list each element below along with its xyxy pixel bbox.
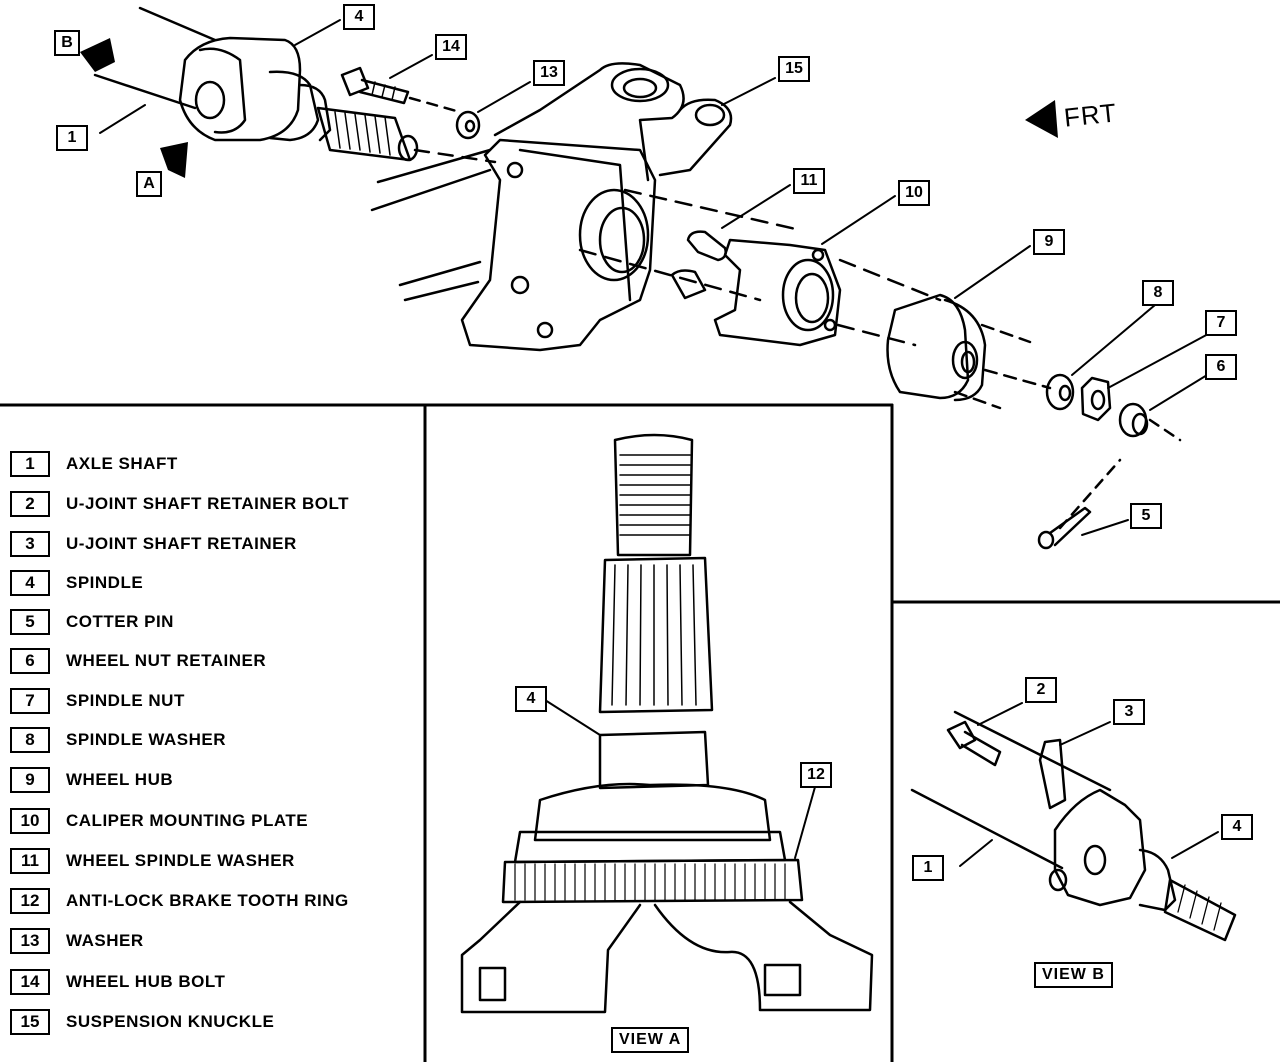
legend-number: 10 — [10, 808, 50, 834]
view-b-arrow-icon — [80, 38, 115, 72]
callout-wheel-spindle-washer: 11 — [793, 168, 825, 194]
view-b-label: VIEW B — [1034, 962, 1113, 988]
legend-label: COTTER PIN — [66, 612, 174, 631]
callout-washer: 13 — [533, 60, 565, 86]
legend-label: ANTI-LOCK BRAKE TOOTH RING — [66, 891, 349, 910]
legend-number: 8 — [10, 727, 50, 753]
view-a-arrow-icon — [160, 142, 188, 178]
wheel-hub-bolt-drawing — [340, 66, 462, 114]
suspension-knuckle-drawing — [370, 62, 802, 352]
callout-spindle-washer: 8 — [1142, 280, 1174, 306]
cotter-pin-drawing — [1037, 458, 1122, 550]
main-leader-lines — [99, 19, 1213, 536]
view-a-label: VIEW A — [611, 1027, 690, 1053]
wheel-nut-retainer-drawing — [1118, 402, 1182, 442]
legend-number: 4 — [10, 570, 50, 596]
legend-label: WHEEL NUT RETAINER — [66, 651, 267, 670]
legend-label: SPINDLE WASHER — [66, 730, 227, 749]
view-a-callout-tooth-ring: 12 — [800, 762, 832, 788]
axle-shaft-drawing — [93, 6, 497, 164]
wheel-spindle-washer-drawing — [670, 230, 727, 300]
callout-axle-shaft: 1 — [56, 125, 88, 151]
legend-label: SPINDLE NUT — [66, 691, 185, 710]
legend-number: 15 — [10, 1009, 50, 1035]
legend-label: WHEEL HUB — [66, 770, 174, 789]
callout-suspension-knuckle: 15 — [778, 56, 810, 82]
view-a-drawing — [460, 433, 874, 1014]
legend-label: U-JOINT SHAFT RETAINER BOLT — [66, 494, 349, 513]
view-b-reference: B — [54, 30, 80, 56]
callout-spindle: 4 — [343, 4, 375, 30]
spindle-washer-drawing — [1045, 373, 1075, 411]
legend-number: 12 — [10, 888, 50, 914]
view-a-reference: A — [136, 171, 162, 197]
panel-borders — [0, 403, 1280, 1062]
wheel-hub-drawing — [886, 293, 1052, 410]
view-b-callout-retainer: 3 — [1113, 699, 1145, 725]
legend-number: 14 — [10, 969, 50, 995]
direction-arrows — [80, 38, 1058, 178]
callout-wheel-hub: 9 — [1033, 229, 1065, 255]
view-a-callout-spindle: 4 — [515, 686, 547, 712]
caliper-mounting-plate-drawing — [713, 238, 942, 347]
legend-number: 1 — [10, 451, 50, 477]
legend-number: 3 — [10, 531, 50, 557]
view-b-callout-axle-shaft: 1 — [912, 855, 944, 881]
callout-cotter-pin: 5 — [1130, 503, 1162, 529]
legend-label: WASHER — [66, 931, 144, 950]
front-direction-label: FRT — [1062, 97, 1119, 133]
legend-number: 9 — [10, 767, 50, 793]
legend-label: CALIPER MOUNTING PLATE — [66, 811, 309, 830]
spindle-nut-drawing — [1080, 376, 1112, 422]
legend-number: 5 — [10, 609, 50, 635]
legend-label: SPINDLE — [66, 573, 144, 592]
callout-wheel-hub-bolt: 14 — [435, 34, 467, 60]
washer-drawing — [455, 110, 481, 140]
legend-number: 2 — [10, 491, 50, 517]
legend-label: SUSPENSION KNUCKLE — [66, 1012, 275, 1031]
legend-label: AXLE SHAFT — [66, 454, 178, 473]
view-a-leader-lines — [544, 699, 816, 859]
view-b-callout-retainer-bolt: 2 — [1025, 677, 1057, 703]
legend-label: WHEEL HUB BOLT — [66, 972, 226, 991]
view-b-leader-lines — [959, 702, 1219, 867]
legend-number: 7 — [10, 688, 50, 714]
callout-caliper-mounting-plate: 10 — [898, 180, 930, 206]
legend-number: 11 — [10, 848, 50, 874]
legend-number: 13 — [10, 928, 50, 954]
legend-label: U-JOINT SHAFT RETAINER — [66, 534, 297, 553]
view-b-drawing — [910, 710, 1237, 942]
legend-number: 6 — [10, 648, 50, 674]
callout-wheel-nut-retainer: 6 — [1205, 354, 1237, 380]
callout-spindle-nut: 7 — [1205, 310, 1237, 336]
front-arrow-icon — [1025, 100, 1058, 138]
legend-label: WHEEL SPINDLE WASHER — [66, 851, 295, 870]
view-b-callout-spindle: 4 — [1221, 814, 1253, 840]
